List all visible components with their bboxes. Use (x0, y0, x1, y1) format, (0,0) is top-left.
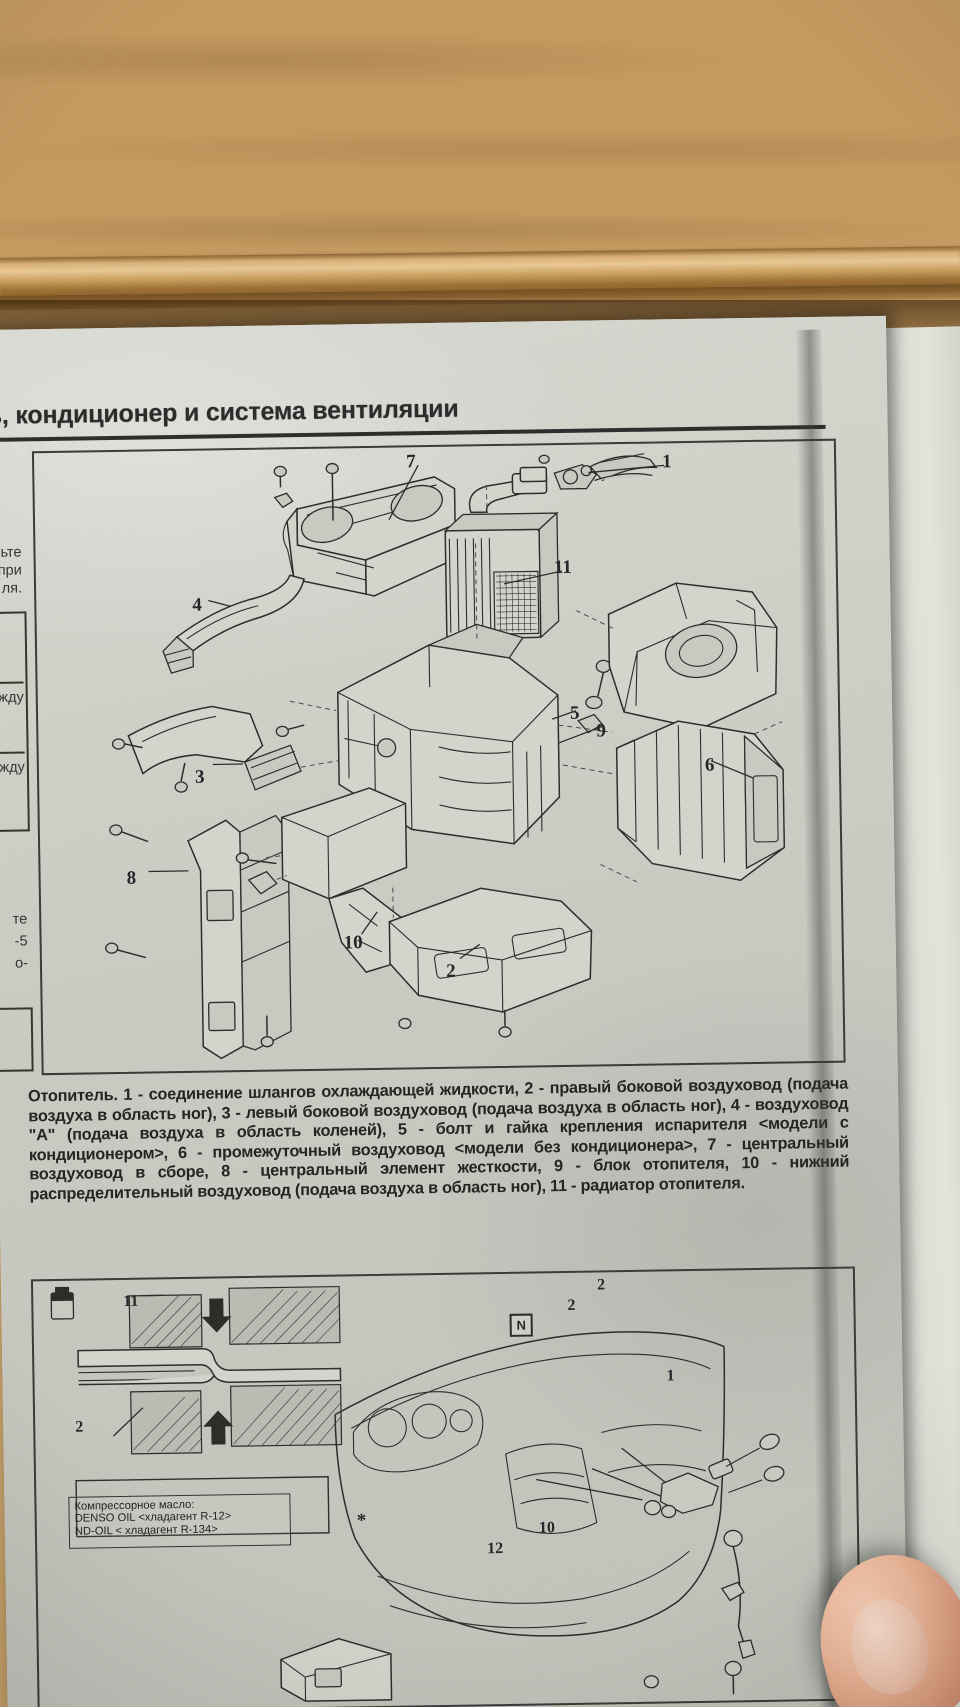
callout-5: 5 (569, 702, 580, 724)
callout-3: 3 (194, 766, 205, 788)
n-badge-leader (536, 1447, 675, 1501)
oil-note-line-3: ND-OIL < хладагент R-134> (74, 1523, 218, 1538)
oring-cross-section-detail (50, 1285, 343, 1538)
part-4-duct-a (162, 574, 305, 674)
fig2-callout-2-left: 2 (75, 1418, 84, 1436)
fig2-asterisk: * (356, 1510, 367, 1532)
callout-7: 7 (405, 451, 416, 473)
fasteners-top (273, 454, 550, 521)
part-5-bolt-and-nut (577, 659, 612, 734)
left-table-outline (0, 611, 30, 833)
left-fragment-5: жду (0, 759, 26, 776)
fig2-callout-2-top: 2 (596, 1276, 606, 1294)
fig2-callout-2-mid: 2 (567, 1296, 576, 1314)
page-title: ель, кондиционер и система вентиляции (0, 394, 459, 431)
callout-9: 9 (596, 720, 607, 742)
part-2-right-side-duct (388, 887, 593, 1038)
bottom-partial-parts (280, 1637, 742, 1702)
manual-page: ель, кондиционер и система вентиляции ьт… (0, 315, 908, 1707)
left-fragment-4: жду (0, 689, 24, 706)
fig2-callout-12: 12 (487, 1540, 504, 1558)
fig2-callout-10: 10 (538, 1519, 556, 1537)
part-11-heater-radiator (443, 466, 560, 640)
left-fragment-3: ля. (1, 580, 23, 597)
callout-1: 1 (661, 451, 672, 473)
figure-heater-exploded (31, 438, 846, 1076)
left-fragment-1: ьте (0, 544, 22, 561)
callout-2: 2 (445, 960, 456, 982)
left-fragment-7: -5 (14, 933, 28, 950)
part-7-central-duct (282, 476, 457, 597)
left-fragment-8: о- (14, 955, 29, 972)
dashboard-outline (334, 1331, 726, 1637)
figure1-leader-lines (148, 464, 754, 960)
callout-4: 4 (192, 594, 203, 616)
callout-11: 11 (553, 556, 572, 579)
n-badge: N (509, 1313, 533, 1337)
left-fragment-2: при (0, 562, 22, 579)
callout-10: 10 (343, 932, 363, 954)
callout-6: 6 (704, 754, 715, 776)
figure-caption: Отопитель. 1 - соединение шлангов охлажд… (27, 1074, 850, 1204)
fig2-callout-11: 11 (123, 1292, 139, 1310)
callout-8: 8 (126, 867, 137, 889)
compressor-oil-note: Компрессорное масло: DENSO OIL <хладаген… (68, 1493, 292, 1549)
blower-housing (607, 582, 778, 730)
part-6-intermediate-duct (615, 720, 785, 882)
part-8-central-stiffener (105, 814, 292, 1060)
fingernail (840, 1590, 938, 1703)
part-3-left-side-duct (111, 705, 305, 793)
figure-dashboard-detail (30, 1266, 862, 1707)
heater-control-cable-parts (643, 1433, 785, 1519)
left-fragment-6: те (12, 911, 28, 928)
fig2-callout-1: 1 (666, 1367, 675, 1385)
assembly-guide-lines (266, 482, 783, 918)
part-9-heater-unit (336, 623, 561, 845)
part-1-hose-connection (553, 453, 658, 490)
left-table-outline-2 (0, 1007, 34, 1073)
control-cable (720, 1529, 756, 1660)
